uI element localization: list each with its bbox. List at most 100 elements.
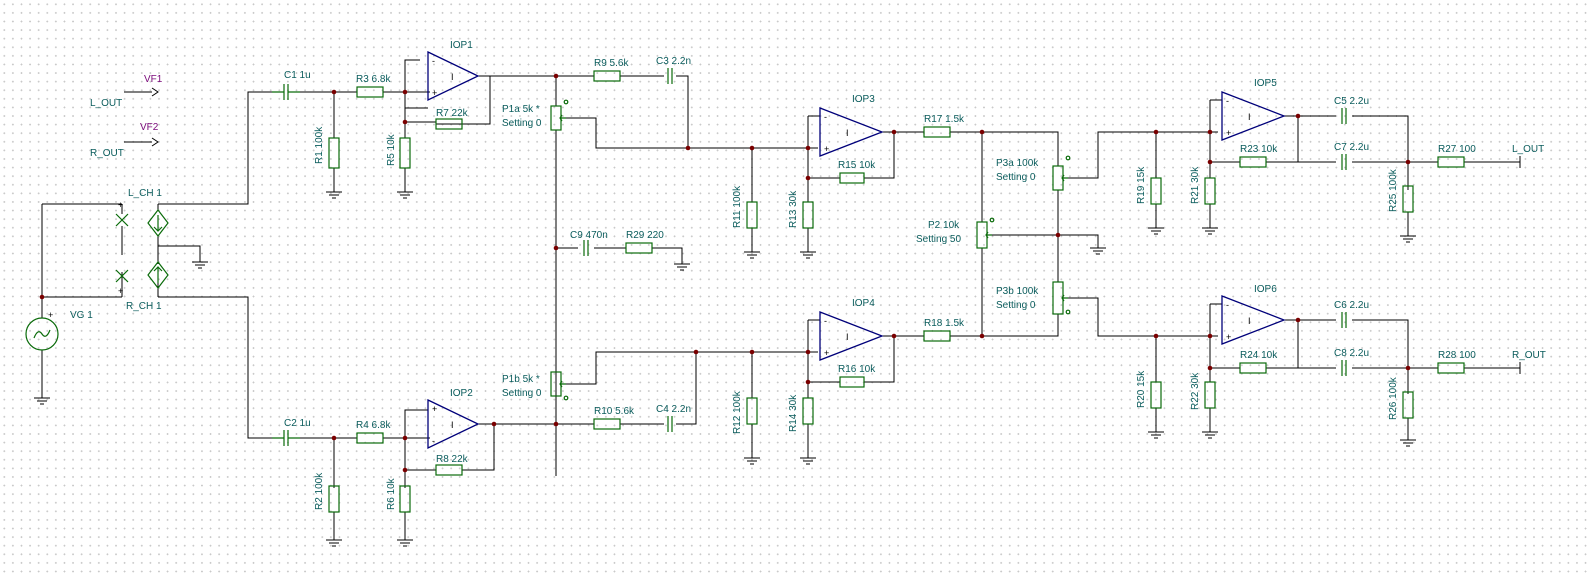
resistor-r27[interactable] <box>1437 156 1465 168</box>
resistor-r28[interactable] <box>1437 362 1465 374</box>
c3-label: C3 2.2n <box>656 56 691 67</box>
resistor-r15[interactable] <box>839 172 865 184</box>
resistor-r21[interactable] <box>1204 177 1216 205</box>
iop2-plus: + <box>432 404 437 414</box>
resistor-r19[interactable] <box>1150 177 1162 205</box>
r25-label: R25 100k <box>1388 168 1399 212</box>
resistor-r25[interactable] <box>1402 185 1414 213</box>
pot-p1a[interactable] <box>550 99 569 131</box>
pot-p2[interactable] <box>976 217 995 249</box>
capacitor-c2[interactable] <box>272 430 300 446</box>
opamp-iop2[interactable] <box>427 398 480 450</box>
iop2-minus: - <box>432 436 435 446</box>
resistor-r17[interactable] <box>923 126 951 138</box>
p1b-label: P1b 5k * <box>502 374 540 385</box>
vg-plus-sign: + <box>48 310 53 320</box>
resistor-r11[interactable] <box>746 201 758 229</box>
capacitor-c4[interactable] <box>667 416 673 432</box>
iop4-sign: I <box>846 332 849 342</box>
resistor-r23[interactable] <box>1239 156 1267 168</box>
resistor-r22[interactable] <box>1204 381 1216 409</box>
rch-plus-sign: + <box>118 286 123 296</box>
c5-label: C5 2.2u <box>1334 96 1369 107</box>
iop6-minus: - <box>1226 300 1229 310</box>
r6-label: R6 10k <box>386 477 397 510</box>
iop3-minus: - <box>824 112 827 122</box>
p3b-setting: Setting 0 <box>996 300 1036 311</box>
probe-vf1-net: L_OUT <box>90 98 122 109</box>
capacitor-c3[interactable] <box>667 68 673 84</box>
resistor-r7[interactable] <box>435 118 463 130</box>
opamp-iop5[interactable] <box>1221 91 1286 141</box>
opamp-iop3[interactable] <box>819 107 884 157</box>
iop2-sign: I <box>451 420 454 430</box>
voltage-generator-vg1[interactable]: + <box>25 310 59 351</box>
capacitors <box>272 68 1347 446</box>
resistor-r9[interactable] <box>593 70 621 82</box>
vertical-labels: R1 100k R5 10k R2 100k R6 10k R11 100k R… <box>314 126 1399 510</box>
r7-label: R7 22k <box>436 108 469 119</box>
p1a-setting: Setting 0 <box>502 118 542 129</box>
iop1-sign: I <box>451 72 454 82</box>
iop3-label: IOP3 <box>852 94 875 105</box>
source-lch-label: L_CH 1 <box>128 188 162 199</box>
r29-label: R29 220 <box>626 230 664 241</box>
resistor-r3[interactable] <box>356 86 384 98</box>
p3b-label: P3b 100k <box>996 286 1039 297</box>
resistor-r14[interactable] <box>802 397 814 425</box>
resistor-r1[interactable] <box>328 137 340 169</box>
p1a-label: P1a 5k * <box>502 104 540 115</box>
opamp-iop6[interactable] <box>1221 295 1286 345</box>
resistor-r29[interactable] <box>625 242 653 254</box>
capacitor-c5[interactable] <box>1341 108 1347 124</box>
capacitor-c1[interactable] <box>272 84 300 100</box>
iop5-label: IOP5 <box>1254 78 1277 89</box>
r22-label: R22 30k <box>1190 372 1201 410</box>
resistor-r4[interactable] <box>356 432 384 444</box>
r20-label: R20 15k <box>1136 370 1147 408</box>
resistor-r26[interactable] <box>1402 391 1414 419</box>
controlled-source-l-ch[interactable] <box>115 209 169 237</box>
resistor-r20[interactable] <box>1150 381 1162 409</box>
pot-p3a[interactable] <box>1052 155 1071 191</box>
resistor-r5[interactable] <box>399 137 411 169</box>
resistor-r16[interactable] <box>839 376 865 388</box>
r27-label: R27 100 <box>1438 144 1476 155</box>
r24-label: R24 10k <box>1240 350 1278 361</box>
opamp-markings: - + I + - I - + I - + I - + I - + I <box>432 56 1251 446</box>
resistor-r18[interactable] <box>923 330 951 342</box>
resistor-r6[interactable] <box>399 485 411 513</box>
junctions <box>39 73 1411 473</box>
capacitor-c7[interactable] <box>1341 154 1347 170</box>
resistor-r24[interactable] <box>1239 362 1267 374</box>
resistor-r12[interactable] <box>746 397 758 425</box>
r28-label: R28 100 <box>1438 350 1476 361</box>
pot-p3b[interactable] <box>1052 281 1071 315</box>
p3a-setting: Setting 0 <box>996 172 1036 183</box>
probe-vf1-label: VF1 <box>144 74 163 85</box>
ground-symbols <box>34 191 1416 547</box>
r10-label: R10 5.6k <box>594 406 635 417</box>
controlled-source-r-ch[interactable] <box>115 261 169 289</box>
pot-p1b[interactable] <box>550 371 569 401</box>
capacitor-c8[interactable] <box>1341 360 1347 376</box>
capacitor-c9[interactable] <box>583 240 589 256</box>
r11-label: R11 100k <box>732 185 743 228</box>
p2-label: P2 10k <box>928 220 960 231</box>
iop5-sign: I <box>1248 112 1251 122</box>
resistor-r13[interactable] <box>802 201 814 229</box>
opamp-iop1[interactable] <box>427 50 480 102</box>
capacitor-c6[interactable] <box>1341 312 1347 328</box>
resistor-r2[interactable] <box>328 485 340 513</box>
resistor-r10[interactable] <box>593 418 621 430</box>
opamp-iop4[interactable] <box>819 311 884 361</box>
r26-label: R26 100k <box>1388 376 1399 420</box>
c2-label: C2 1u <box>284 418 311 429</box>
probe-vf2-label: VF2 <box>140 122 159 133</box>
resistor-r8[interactable] <box>435 464 463 476</box>
r14-label: R14 30k <box>788 394 799 432</box>
resistors <box>328 70 1465 513</box>
iop4-minus: - <box>824 316 827 326</box>
